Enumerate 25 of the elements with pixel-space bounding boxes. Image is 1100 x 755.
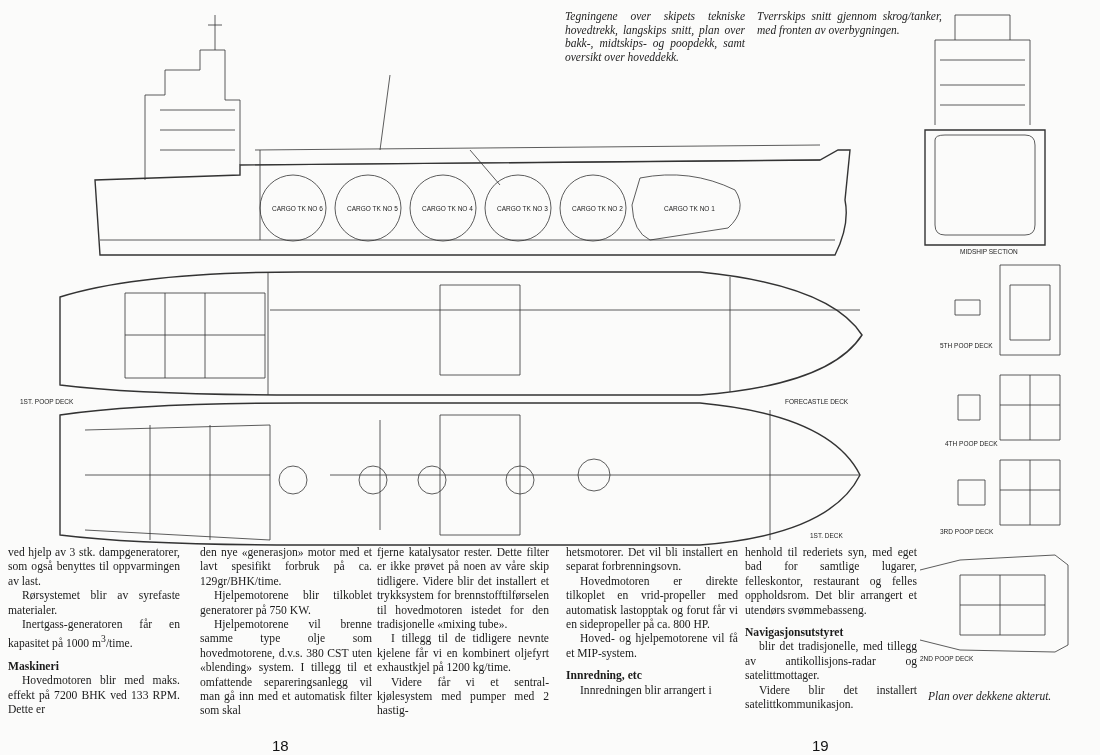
section-heading: Navigasjonsutstyret <box>745 626 845 641</box>
body-paragraph: Hovedmotoren blir med maks. effekt på 7200 BHK ved 133 RPM. Dette er <box>8 674 180 718</box>
caption-text: Tverrskips snitt gjennom skrog/tanker, med fronten av overbygningen. <box>757 10 942 37</box>
body-paragraph: Rørsystemet blir av syrefaste materialer. <box>8 589 180 618</box>
body-paragraph: den nye «generasjon» motor med et lavt spesifikt forbruk på ca. 129gr/BHK/time. <box>200 546 372 590</box>
caption-text: Tegningene over skipets tekniske hovedtrekk, langskips snitt, plan over bakk-, midtskips- og poopdekk, samt oversikt over hoveddekk. <box>565 10 745 64</box>
body-paragraph: hetsmotorer. Det vil bli installert en separat forbrenningsovn. <box>566 546 738 575</box>
section-heading: Maskineri <box>8 659 60 675</box>
body-paragraph: I tillegg til de tidligere nevnte kjelene får vi en kombinert oljefyrt exhaustkjel på 1200 kg/time. <box>377 632 549 676</box>
body-paragraph: Hoved- og hjelpemotorene vil få et MIP-system. <box>566 632 738 662</box>
body-paragraph: Videre blir det installert satelittkommunikasjon. <box>745 683 917 713</box>
body-paragraph: ved hjelp av 3 stk. dampgeneratorer, som også benyttes til oppvarmingen av last. <box>8 546 180 590</box>
section-heading: Innredning, etc <box>566 669 643 684</box>
body-paragraph: Hovedmotoren er direkte tilkoplet en vrid-propeller med automatisk lastopptak og forut får vi en sidepropeller på ca. 800 HP. <box>566 574 738 632</box>
caption-text: Plan over dekkene akterut. <box>928 690 1053 704</box>
body-paragraph: Hjelpemotorene blir tilkoblet generatorer på 750 KW. <box>200 589 372 619</box>
page-number: 18 <box>272 737 289 754</box>
body-paragraph: Videre får vi et sentral-kjølesystem med pumper med 2 hastig- <box>377 675 549 719</box>
body-paragraph: fjerne katalysator rester. Dette filter er ikke prøvet på noen av våre skip tidligere. Videre blir det installert et trykksystem for brennstofftilførselen til hovedmotoren istedet for den tradisjonelle «mixing tube». <box>377 546 549 633</box>
body-paragraph: Hjelpemotorene vil brenne samme type olje som hovedmotorene, d.v.s. 380 CST uten «blending» system. I tillegg til et omfattende separeringsanlegg vil man gå inn med et automatisk filter som skal <box>200 618 372 719</box>
body-paragraph: Inertgass-generatoren får en kapasitet på 1000 m$^{3}$/time. <box>8 618 180 652</box>
body-paragraph: blir det tradisjonelle, med tillegg av antikollisjons-radar og satelittmottager. <box>745 640 917 684</box>
body-paragraph: Innredningen blir arrangert i <box>579 683 713 699</box>
body-paragraph: henhold til rederiets syn, med eget bad for samtlige lugarer, felleskontor, restaurant og felles oppholdsrom. Det blir arrangert et utendørs svømmebasseng. <box>745 546 917 619</box>
page-number: 19 <box>812 737 829 754</box>
